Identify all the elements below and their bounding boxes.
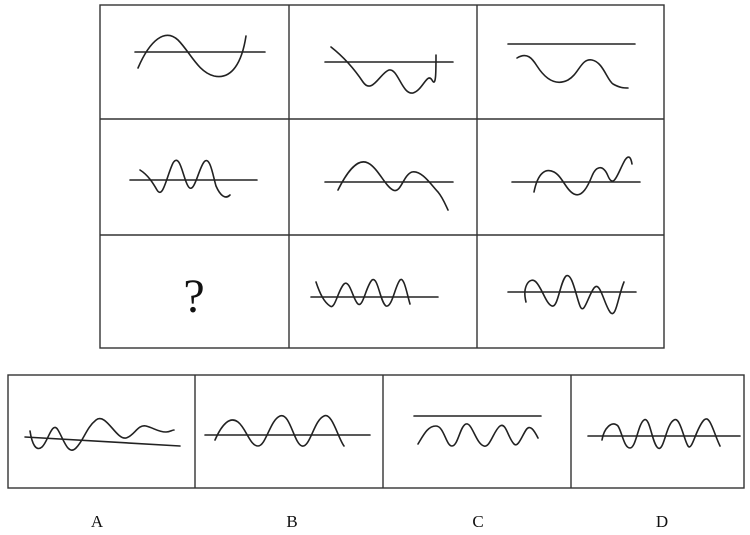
puzzle-cell-r3c1: ?	[183, 270, 204, 323]
missing-figure-question-mark: ?	[183, 270, 204, 323]
option-c[interactable]	[413, 415, 542, 447]
option-d[interactable]	[587, 418, 741, 449]
puzzle-cell-r1c1	[134, 34, 266, 78]
option-b-label: B	[286, 512, 297, 531]
puzzle-grid	[99, 4, 665, 349]
option-a-label: A	[91, 512, 104, 531]
puzzle-cell-r3c3	[507, 274, 637, 315]
puzzle-cell-r2c1	[129, 159, 258, 198]
option-d-label: D	[656, 512, 668, 531]
puzzle-cell-r2c3	[511, 156, 641, 196]
options-panel	[7, 374, 745, 489]
option-b[interactable]	[204, 415, 371, 447]
options-border	[7, 374, 745, 489]
puzzle-cell-r3c2	[310, 278, 439, 308]
puzzle-cell-r1c3	[507, 43, 636, 89]
grid-border	[99, 4, 665, 349]
puzzle-cell-r2c2	[324, 161, 454, 211]
puzzle-cell-r1c2	[324, 46, 454, 94]
option-a[interactable]	[24, 417, 181, 451]
option-c-label: C	[472, 512, 483, 531]
